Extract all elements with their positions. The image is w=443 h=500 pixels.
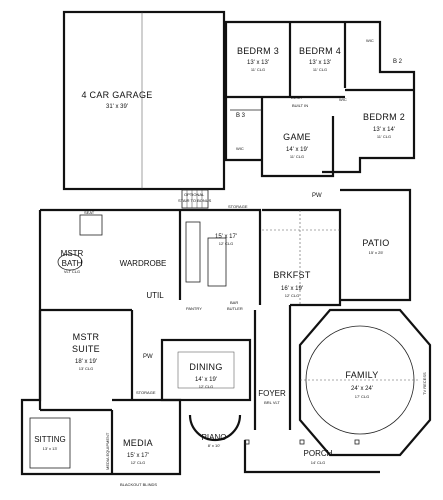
bedrm4-clg: 11' CLG xyxy=(313,67,327,72)
wic-label-2: WIC xyxy=(236,146,244,151)
media-equipment-label: MEDIA EQUIPMENT xyxy=(105,432,110,470)
tv-recess-label: TV RECESS xyxy=(422,372,427,395)
bedrm3-size: 13' x 13' xyxy=(247,60,269,66)
pw-label-1: PW xyxy=(312,193,322,199)
optional-stair-1: OPTIONAL xyxy=(184,192,205,197)
optional-stair-2: STAIR TO BONUS xyxy=(178,198,212,203)
mstr-bath-name: MSTR xyxy=(61,249,84,258)
pw-label-2: PW xyxy=(143,354,153,360)
sitting-name: SITTING xyxy=(34,435,66,444)
kitchen-clg: 12' CLG xyxy=(219,241,234,246)
game-clg: 11' CLG xyxy=(290,154,304,159)
storage-label-1: STORAGE xyxy=(228,204,248,209)
mstr-suite-clg: 13' CLG xyxy=(79,366,94,371)
small-labels: WIC B 2 WIC WIC B 3 DESK BUILT IN PW PW … xyxy=(84,38,427,487)
foyer-clg: BRL VLT xyxy=(264,400,280,405)
game-name: GAME xyxy=(283,132,311,142)
mstr-bath-name2: BATH xyxy=(62,259,83,268)
mstr-suite-size: 18' x 19' xyxy=(75,359,97,365)
garage-name: 4 CAR GARAGE xyxy=(81,90,152,100)
patio-size: 15' x 25' xyxy=(369,250,384,255)
seat-label: SEAT xyxy=(84,210,95,215)
bar-label: BAR xyxy=(230,300,238,305)
room-labels: 4 CAR GARAGE 31' x 39' BEDRM 3 13' x 13'… xyxy=(34,46,405,465)
util-name: UTIL xyxy=(146,291,164,300)
dining-clg: 12' CLG xyxy=(199,384,214,389)
bedrm2-name: BEDRM 2 xyxy=(363,112,405,122)
family-size: 24' x 24' xyxy=(351,386,373,392)
brkfst-size: 16' x 19' xyxy=(281,286,303,292)
b2-label: B 2 xyxy=(393,59,403,65)
b3-label: B 3 xyxy=(236,113,246,119)
wardrobe-name: WARDROBE xyxy=(120,259,167,268)
garage-size: 31' x 39' xyxy=(106,104,128,110)
media-size: 15' x 17' xyxy=(127,453,149,459)
wic-label-1: WIC xyxy=(366,38,374,43)
family-clg: 17' CLG xyxy=(355,394,370,399)
bedrm3-clg: 11' CLG xyxy=(251,67,265,72)
built-in-label: BUILT IN xyxy=(292,103,308,108)
media-clg: 12' CLG xyxy=(131,460,146,465)
kitchen-size: 15' x 17' xyxy=(215,234,237,240)
dining-name: DINING xyxy=(189,362,222,372)
foyer-name: FOYER xyxy=(258,389,286,398)
mstr-bath-clg: VLT CLG xyxy=(64,269,80,274)
bedrm2-clg: 11' CLG xyxy=(377,134,391,139)
bedrm4-size: 13' x 13' xyxy=(309,60,331,66)
pantry-label: PANTRY xyxy=(186,306,202,311)
bedrm3-name: BEDRM 3 xyxy=(237,46,279,56)
game-size: 14' x 19' xyxy=(286,147,308,153)
storage-label-2: STORAGE xyxy=(136,390,156,395)
desk-label: DESK xyxy=(291,95,302,100)
wic-label-3: WIC xyxy=(339,97,347,102)
piano-name: PIANO xyxy=(202,433,227,442)
bedrm2-size: 13' x 14' xyxy=(373,127,395,133)
mstr-suite-name: MSTR xyxy=(73,332,100,342)
media-name: MEDIA xyxy=(123,438,153,448)
sitting-size: 13' x 13' xyxy=(43,446,58,451)
porch-name: PORCH xyxy=(304,449,333,458)
fixtures xyxy=(29,12,420,469)
family-name: FAMILY xyxy=(345,370,378,380)
mstr-suite-name2: SUITE xyxy=(72,344,100,354)
brkfst-name: BRKFST xyxy=(273,270,311,280)
porch-clg: 14' CLG xyxy=(311,460,326,465)
patio-name: PATIO xyxy=(362,238,389,248)
butler-label: BUTLER xyxy=(227,306,243,311)
structural-walls xyxy=(20,10,432,476)
blackout-label: BLACKOUT BLINDS xyxy=(120,482,157,487)
piano-size: 8' x 10' xyxy=(208,443,221,448)
brkfst-clg: 12' CLG xyxy=(285,293,300,298)
bedrm4-name: BEDRM 4 xyxy=(299,46,341,56)
dining-size: 14' x 19' xyxy=(195,377,217,383)
